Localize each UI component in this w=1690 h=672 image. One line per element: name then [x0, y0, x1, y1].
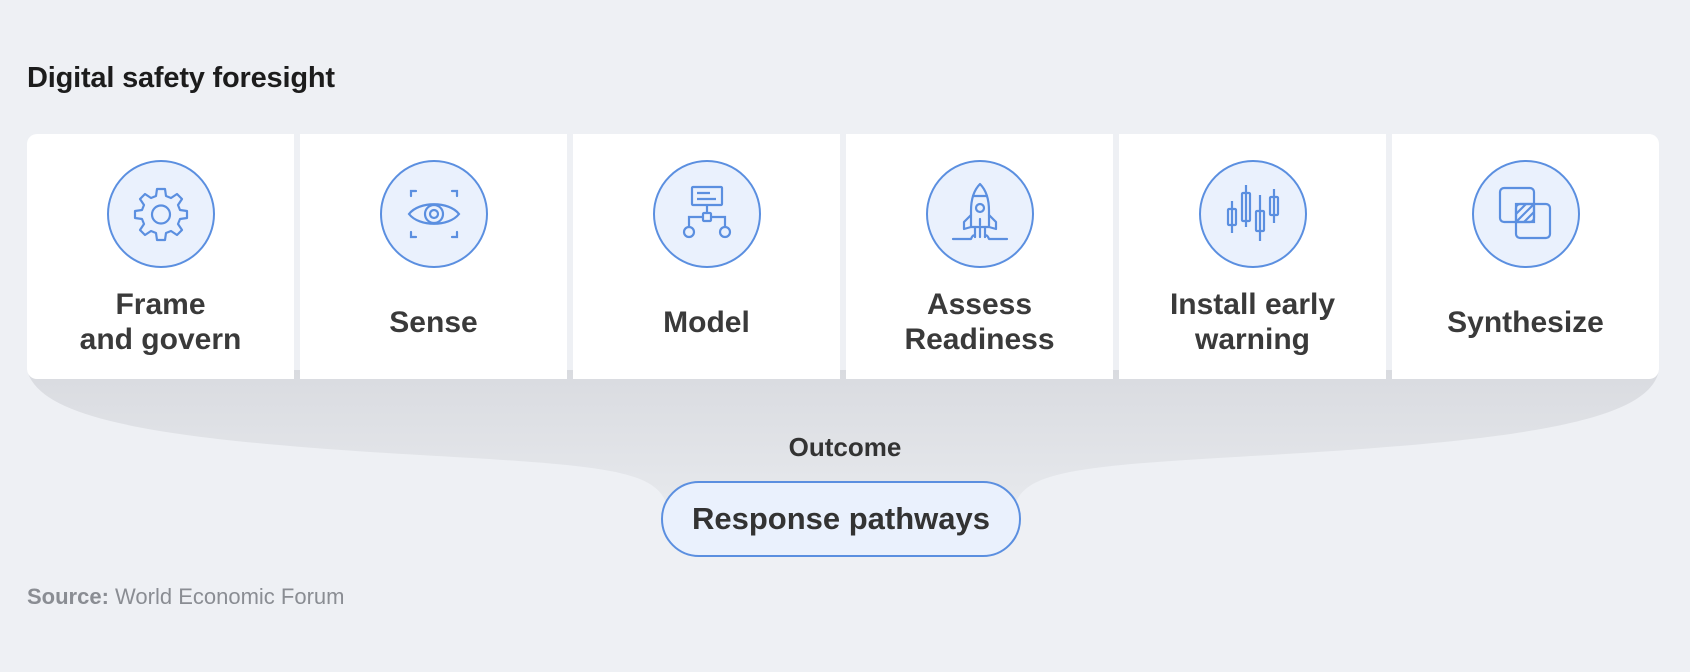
step-label: Synthesize [1447, 305, 1604, 339]
candlestick-icon [1198, 160, 1307, 268]
gear-icon [106, 160, 215, 268]
outcome-label: Outcome [788, 432, 902, 462]
source-note: Source: World Economic Forum [27, 584, 344, 610]
step-label: Frame and govern [79, 288, 242, 356]
step-label: Sense [389, 305, 478, 339]
step-card-sense: Sense [300, 134, 567, 379]
flowchart-icon [652, 160, 761, 268]
rocket-icon [925, 160, 1034, 268]
step-card-frame-and-govern: Frame and govern [27, 134, 294, 379]
step-label: Assess Readiness [904, 288, 1055, 356]
steps-row: Frame and govern Sense Model [27, 134, 1659, 379]
step-label: Install early warning [1169, 288, 1336, 356]
step-card-assess-readiness: Assess Readiness [846, 134, 1113, 379]
step-card-model: Model [573, 134, 840, 379]
step-card-install-early-warning: Install early warning [1119, 134, 1386, 379]
overlap-squares-icon [1471, 160, 1580, 268]
step-label: Model [663, 305, 750, 339]
source-prefix: Source: [27, 584, 109, 609]
page-title: Digital safety foresight [27, 62, 335, 94]
source-text: World Economic Forum [108, 584, 345, 609]
eye-icon [379, 160, 488, 268]
step-card-synthesize: Synthesize [1392, 134, 1659, 379]
outcome-pill: Response pathways [661, 481, 1021, 557]
